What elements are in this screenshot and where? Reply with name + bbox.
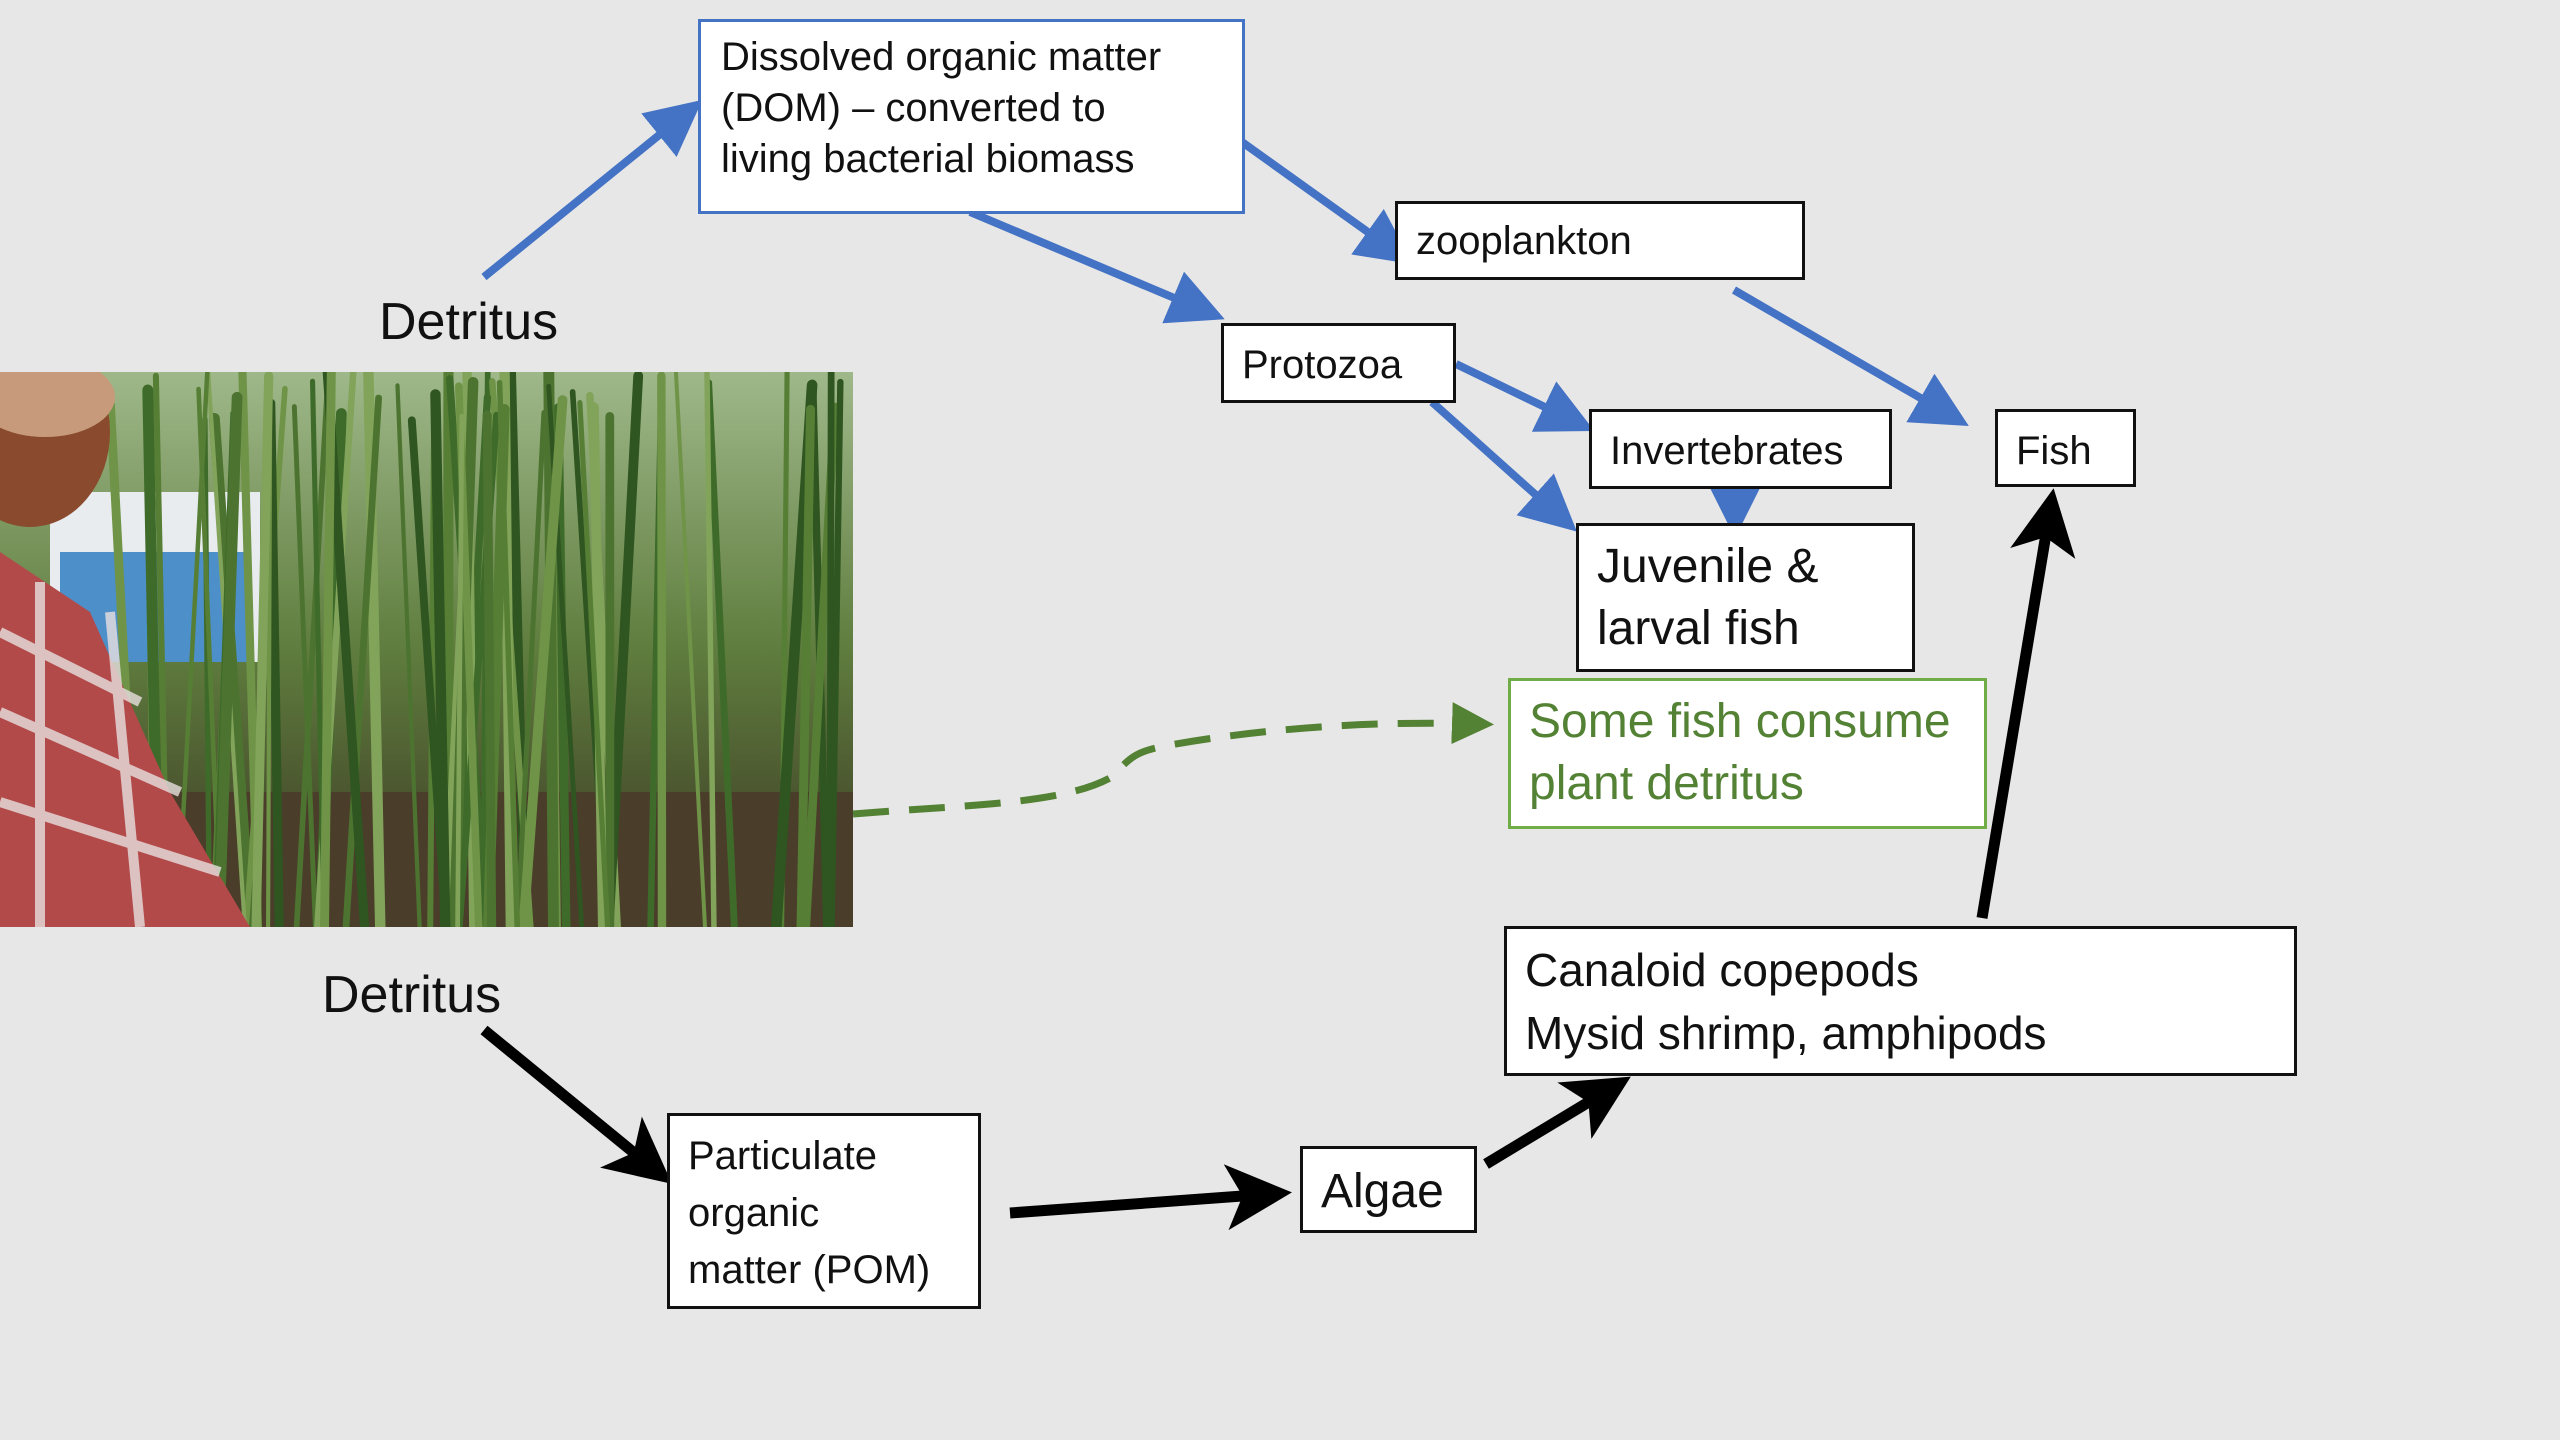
copepods-line-1: Canaloid copepods — [1525, 944, 1919, 996]
dom-box: Dissolved organic matter (DOM) – convert… — [698, 19, 1245, 214]
arrow-protozoa-to-juvenile — [1429, 399, 1577, 532]
pom-line-1: Particulate — [688, 1134, 877, 1178]
zooplankton-box: zooplankton — [1395, 201, 1805, 280]
dom-line-3: living bacterial biomass — [721, 137, 1135, 182]
arrow-detritus-to-dom — [481, 99, 703, 281]
plant-detritus-box: Some fish consume plant detritus — [1508, 678, 1987, 829]
juvenile-fish-box: Juvenile & larval fish — [1576, 523, 1915, 672]
pom-line-2: organic — [688, 1190, 820, 1235]
arrow-photo-to-plant-detritus — [852, 702, 1494, 818]
fish-box: Fish — [1995, 409, 2136, 487]
protozoa-label: Protozoa — [1242, 343, 1403, 387]
arrow-dom-to-zooplankton — [1225, 128, 1414, 265]
detritus-label-bottom: Detritus — [322, 966, 502, 1024]
arrow-detritus-to-pom — [480, 1025, 673, 1184]
arrow-pom-to-algae — [1009, 1164, 1292, 1231]
copepods-line-2: Mysid shrimp, amphipods — [1525, 1007, 2047, 1060]
plant-detritus-line-2: plant detritus — [1529, 757, 1804, 811]
dom-line-2: (DOM) – converted to — [721, 86, 1106, 131]
pom-box: Particulate organic matter (POM) — [667, 1113, 981, 1309]
arrow-dom-to-protozoa — [968, 208, 1225, 324]
protozoa-box: Protozoa — [1221, 323, 1456, 403]
invertebrates-box: Invertebrates — [1589, 409, 1892, 489]
invertebrates-label: Invertebrates — [1610, 429, 1844, 473]
juvenile-line-2: larval fish — [1597, 602, 1800, 656]
copepods-box: Canaloid copepods Mysid shrimp, amphipod… — [1504, 926, 2297, 1076]
arrow-zooplankton-to-fish — [1731, 286, 1969, 427]
arrow-protozoa-to-invertebrates — [1454, 360, 1595, 432]
plant-detritus-line-1: Some fish consume — [1529, 695, 1951, 748]
reeds-photo — [0, 372, 853, 927]
algae-box: Algae — [1300, 1146, 1477, 1233]
detritus-label-top: Detritus — [379, 293, 559, 351]
juvenile-line-1: Juvenile & — [1597, 540, 1819, 593]
arrow-copepods-to-fish — [1976, 488, 2076, 919]
zooplankton-label: zooplankton — [1416, 219, 1632, 263]
pom-line-3: matter (POM) — [688, 1247, 931, 1292]
arrow-algae-to-copepods — [1483, 1076, 1631, 1169]
dom-line-1: Dissolved organic matter — [721, 35, 1162, 79]
algae-label: Algae — [1321, 1165, 1444, 1218]
fish-label: Fish — [2016, 429, 2092, 473]
